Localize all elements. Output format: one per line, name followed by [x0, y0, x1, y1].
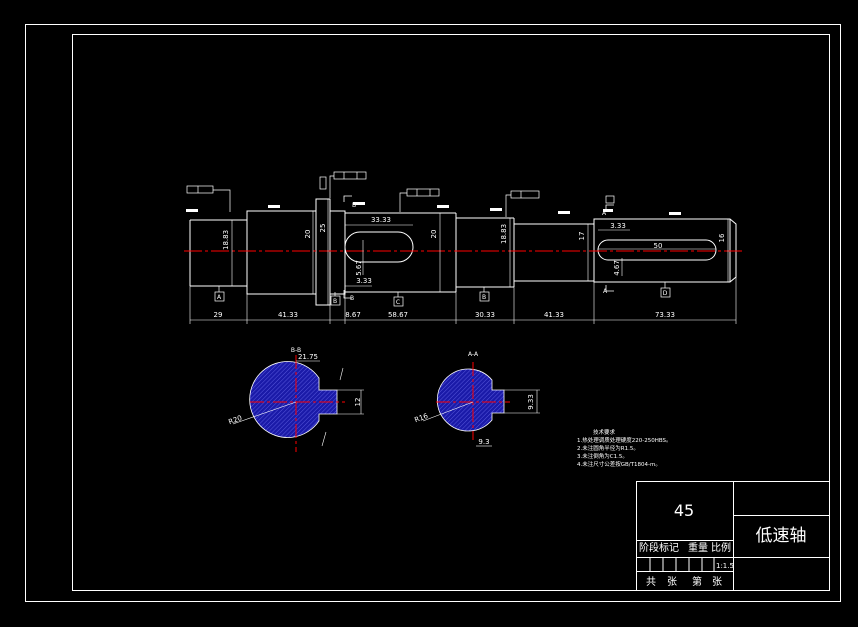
bb-width: 21.75	[298, 353, 318, 361]
material-label: 45	[674, 501, 694, 520]
length-label-2: 41.33	[278, 311, 298, 319]
keyway-right-depth: 4.67	[613, 260, 621, 276]
datum-b2: B	[333, 298, 337, 305]
length-label-5: 30.33	[475, 311, 495, 319]
length-dim-chain	[189, 277, 737, 324]
keyway-right-offset: 3.33	[610, 222, 626, 230]
cut-b-bottom: B	[350, 295, 354, 302]
datum-d: D	[663, 290, 668, 297]
datum-b: B	[482, 294, 486, 301]
dia-label-4: 20	[430, 230, 438, 239]
dia-label-5: 18.83	[500, 224, 508, 244]
note-line-4: 4.未注尺寸公差按GB/T1804-m。	[577, 460, 661, 468]
section-aa: A-A 9.33 9.3 R16	[413, 351, 540, 447]
keyway-left-offset: 3.33	[356, 277, 372, 285]
shaft-view	[189, 198, 737, 306]
aa-radius: R16	[413, 412, 429, 424]
weight-label: 重量	[688, 541, 708, 554]
keyway-left-depth: 5.67	[355, 260, 363, 276]
keyway-right	[597, 239, 717, 261]
scale-value: 1:1.5	[716, 562, 734, 570]
sheet-unit-label: 张	[667, 576, 677, 588]
dia-label-3: 25	[319, 224, 327, 233]
roughness-symbols	[186, 202, 681, 215]
keyway-right-length: 50	[654, 242, 663, 250]
length-label-4: 58.67	[388, 311, 408, 319]
cut-a-bottom: A	[603, 288, 608, 295]
title-block	[636, 481, 830, 591]
aa-width: 9.33	[527, 394, 535, 410]
tolerance-frames	[186, 171, 615, 217]
dia-label-2: 20	[304, 230, 312, 239]
dia-label-7: 16	[718, 233, 726, 242]
outer-frame	[25, 24, 841, 602]
bb-key: 12	[354, 398, 362, 407]
keyway-left	[344, 231, 414, 263]
inner-frame	[72, 34, 830, 591]
length-label-1: 29	[214, 311, 223, 319]
section-cut-marks	[343, 195, 614, 299]
note-line-3: 3.未注倒角为C1.5。	[577, 452, 628, 460]
keyway-left-length: 33.33	[371, 216, 391, 224]
stage-label: 阶段标记	[639, 541, 679, 554]
section-bb: B-B 21.75 12 R20	[227, 347, 364, 452]
cut-a-top: A	[602, 210, 607, 217]
aa-title: A-A	[468, 351, 479, 358]
bb-title: B-B	[291, 347, 301, 354]
bb-radius: R20	[227, 414, 243, 426]
datum-markers	[214, 282, 671, 307]
length-label-3: 8.67	[345, 311, 361, 319]
length-label-6: 41.33	[544, 311, 564, 319]
sheet-unit2-label: 张	[712, 576, 722, 588]
dia-label-6: 17	[578, 232, 586, 241]
length-label-7: 73.33	[655, 311, 675, 319]
cut-b-top: B	[352, 202, 356, 209]
datum-a: A	[217, 294, 222, 301]
part-name: 低速轴	[756, 526, 807, 546]
sheet-no-label: 第	[692, 575, 702, 588]
scale-label: 比例	[711, 541, 731, 554]
diameter-dims	[231, 199, 729, 305]
datum-c: C	[396, 299, 400, 306]
keyway-dims	[345, 224, 716, 287]
dia-label-1: 18.83	[222, 230, 230, 250]
aa-key: 9.3	[478, 438, 489, 446]
note-line-1: 1.热处理调质处理硬度220-250HBS。	[577, 436, 672, 444]
sheet-total-label: 共	[646, 576, 656, 588]
notes-title: 技术要求	[593, 428, 616, 436]
technical-notes: 技术要求 1.热处理调质处理硬度220-250HBS。 2.未注圆角半径为R1.…	[577, 428, 672, 468]
note-line-2: 2.未注圆角半径为R1.5。	[577, 444, 639, 452]
